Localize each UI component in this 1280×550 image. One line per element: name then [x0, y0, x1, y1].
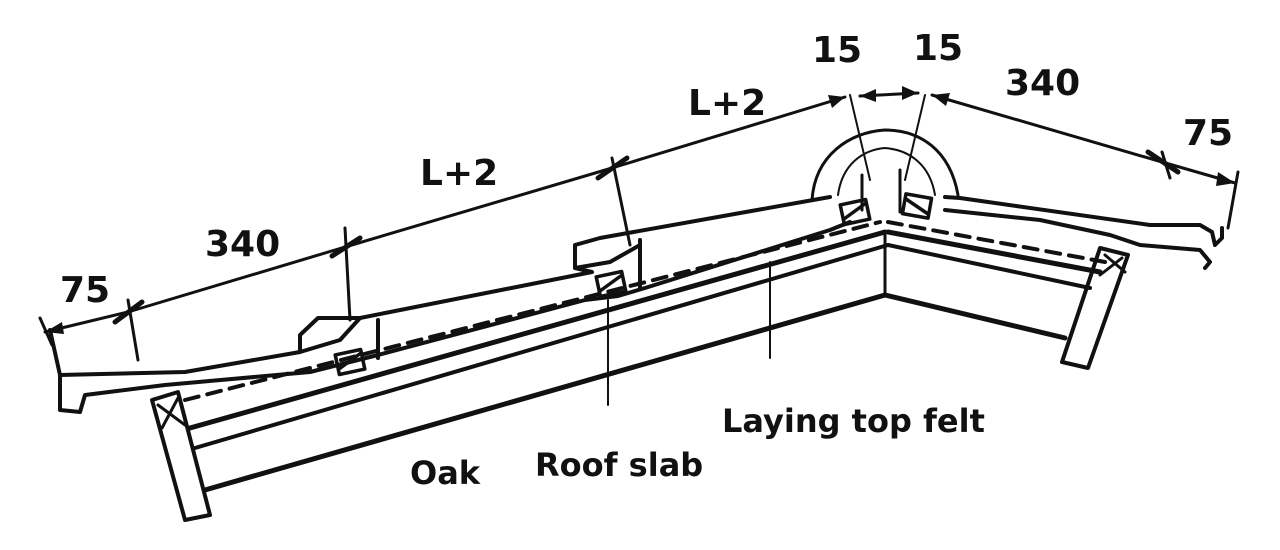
roof-slab-bottom-right: [886, 243, 1092, 290]
left-slope-tiles: [48, 195, 852, 414]
right-wall-post: [1060, 246, 1130, 370]
batten-3: [838, 197, 872, 227]
dim-line-left-course: [343, 166, 614, 249]
left-wall-post: [150, 390, 212, 522]
batten-4: [900, 192, 934, 220]
batten-2: [594, 269, 628, 299]
dim-ridge-right: 15: [913, 28, 963, 69]
label-roof-slab: Roof slab: [535, 446, 703, 484]
right-slope-structure: [882, 220, 1130, 370]
dim-ridge-left: 15: [812, 30, 862, 71]
battens: [333, 192, 934, 377]
dim-right-gauge: 340: [1005, 63, 1080, 104]
dim-line-right-course: [610, 95, 847, 170]
ridge-tile: [810, 94, 960, 214]
oak-bottom-left: [202, 292, 888, 493]
felt-line-left: [183, 220, 882, 402]
dim-line-left-gauge: [126, 245, 347, 314]
dim-right-course: L+2: [688, 83, 766, 124]
batten-1: [333, 347, 367, 377]
label-oak: Oak: [410, 454, 481, 492]
right-slope-tiles: [943, 195, 1224, 270]
roof-slab-top-right: [885, 229, 1103, 275]
dim-left-eave: 75: [60, 270, 110, 311]
left-slope-structure: [150, 220, 890, 522]
felt-line-right: [886, 220, 1107, 264]
oak-bottom-right: [882, 292, 1068, 341]
label-laying-top-felt: Laying top felt: [722, 402, 985, 440]
dim-line-right-gauge: [930, 93, 1164, 164]
dim-left-course: L+2: [420, 153, 498, 194]
dim-right-eave: 75: [1183, 113, 1233, 154]
dim-left-gauge: 340: [205, 224, 280, 265]
dimension-arrows: [45, 86, 1235, 334]
roof-slab-bottom-left: [193, 243, 890, 450]
